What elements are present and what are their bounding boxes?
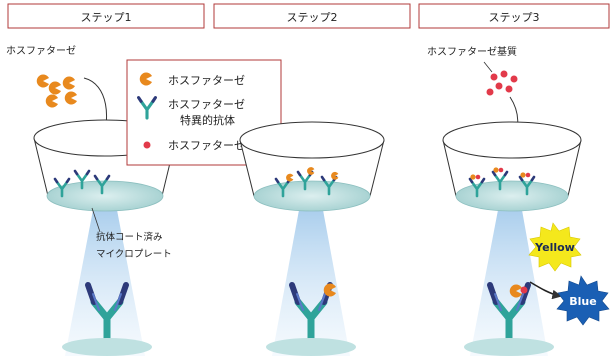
- step3-beam: [470, 210, 548, 356]
- svg-text:特異的抗体: 特異的抗体: [180, 113, 235, 127]
- step-header-1: ステップ1: [7, 3, 205, 29]
- blue-burst: Blue: [556, 275, 610, 326]
- step3-base: [464, 338, 554, 356]
- step3-substrate-cluster: [486, 70, 518, 96]
- step-header-3: ステップ3: [418, 3, 610, 29]
- step1-plate-pointer: [91, 207, 101, 233]
- step2-beam: [272, 210, 350, 356]
- color-change-arrow: [529, 281, 562, 300]
- step1-beam: [65, 210, 145, 356]
- step-1-label: ステップ1: [81, 11, 132, 24]
- legend-item-phosphatase: ホスファターゼ: [139, 72, 245, 87]
- step3-substrate-pointer: [483, 61, 493, 73]
- step-2-label: ステップ2: [287, 11, 338, 24]
- step2-well: [239, 121, 385, 212]
- step-3-label: ステップ3: [489, 11, 540, 24]
- step1-phosphatase-cluster: [36, 74, 77, 108]
- step3-well: [442, 121, 582, 212]
- step1-base: [62, 338, 152, 356]
- step-header-2: ステップ2: [213, 3, 411, 29]
- step1-enzyme-label: ホスファターゼ: [6, 45, 76, 57]
- yellow-label: Yellow: [534, 241, 575, 254]
- step1-well: [33, 119, 177, 212]
- svg-text:ホスファターゼ: ホスファターゼ: [168, 98, 245, 111]
- step2-base: [266, 338, 356, 356]
- step1-plate-label-2: マイクロプレート: [96, 249, 172, 260]
- step3-substrate-label: ホスファターゼ基質: [427, 45, 517, 58]
- blue-label: Blue: [569, 295, 596, 308]
- svg-text:ホスファターゼ: ホスファターゼ: [168, 74, 245, 87]
- substrate-dot-icon: [143, 141, 151, 149]
- yellow-burst: Yellow: [528, 222, 582, 272]
- legend-item-antibody: ホスファターゼ 特異的抗体: [137, 96, 245, 127]
- step3-bound-substrate: [520, 286, 528, 294]
- step1-plate-label-1: 抗体コート済み: [96, 231, 163, 243]
